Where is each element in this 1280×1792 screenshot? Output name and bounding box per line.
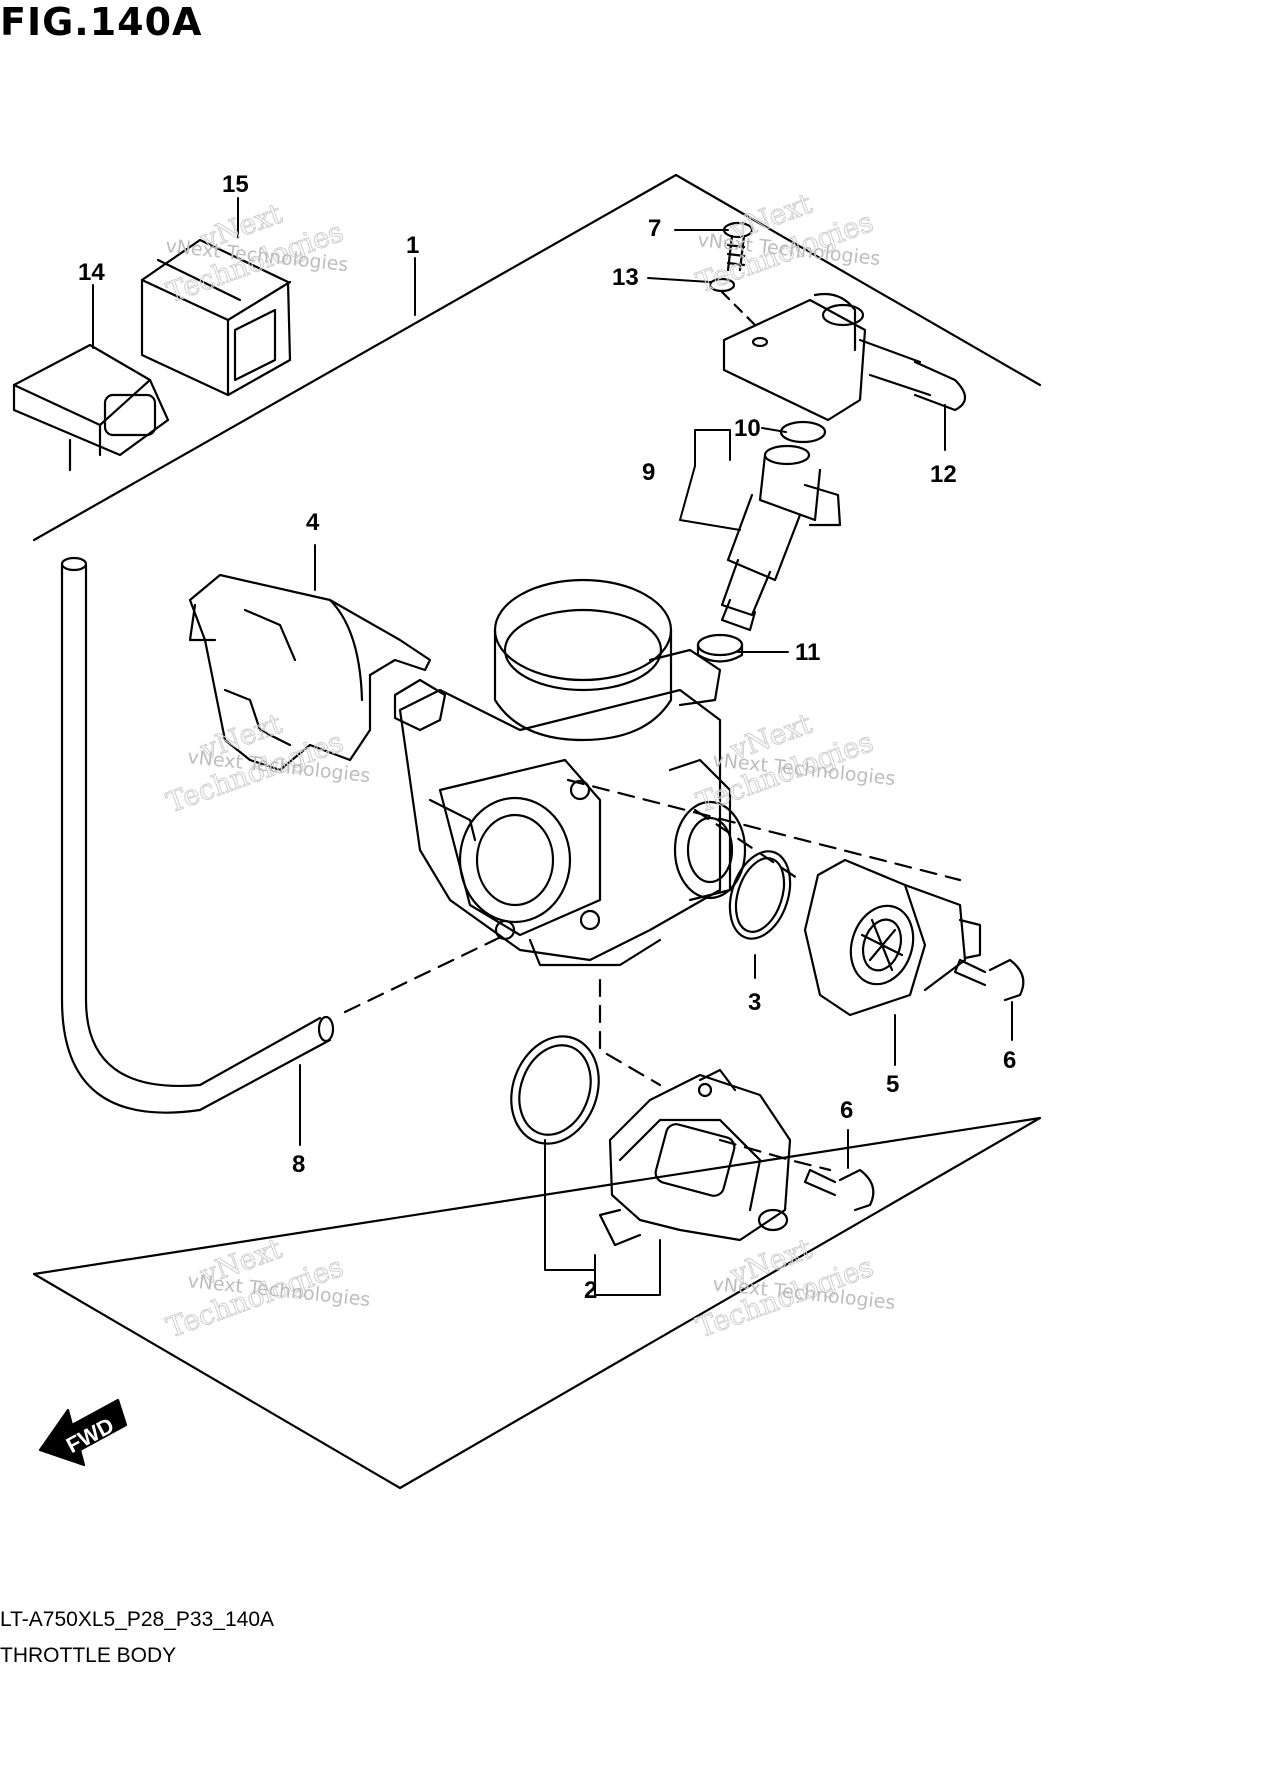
callout-15: 15 [222,171,249,198]
o-ring-iacv [510,1035,600,1145]
callout-13: 13 [612,264,639,291]
callout-1: 1 [406,232,419,259]
callout-2: 2 [584,1277,597,1304]
fwd-arrow-icon [38,1398,128,1467]
vacuum-hose [60,556,507,1114]
o-ring-upper [779,420,827,444]
figure-title: FIG.140A [0,0,203,44]
callout-3: 3 [748,989,761,1016]
callout-labels: 1 2 3 4 5 6 6 7 8 9 10 11 12 13 14 15 [78,171,1016,1304]
map-sensor [12,343,170,472]
callout-11: 11 [795,639,820,666]
fuel-injector [720,444,842,632]
callout-8: 8 [292,1151,305,1178]
coupler-cover [140,238,292,397]
throttle-body [393,578,747,967]
callout-5: 5 [886,1071,899,1098]
callout-7: 7 [648,215,661,242]
tps-screw [953,958,1025,1002]
callout-6a: 6 [1003,1047,1016,1074]
leader-lines [92,197,1013,1296]
fuel-delivery-pipe [722,292,967,422]
callout-14: 14 [78,259,105,286]
callout-9: 9 [642,459,655,486]
injector-cushion [696,633,744,663]
iacv-screw [803,1168,875,1212]
watermarks: vNext Technologies vNext Technologies vN… [162,186,897,1345]
throttle-position-sensor [803,858,982,1017]
part-title: THROTTLE BODY [0,1644,177,1667]
assembly-boundary [32,173,1042,1490]
callout-10: 10 [734,415,761,442]
idle-air-control-valve [598,1068,792,1247]
screw [722,221,754,272]
o-ring-tps [728,850,792,940]
model-code: LT-A750XL5_P28_P33_140A [0,1608,275,1631]
callout-4: 4 [306,509,320,536]
sensor-bracket [188,573,432,772]
callout-6b: 6 [840,1097,853,1124]
callout-12: 12 [930,461,957,488]
